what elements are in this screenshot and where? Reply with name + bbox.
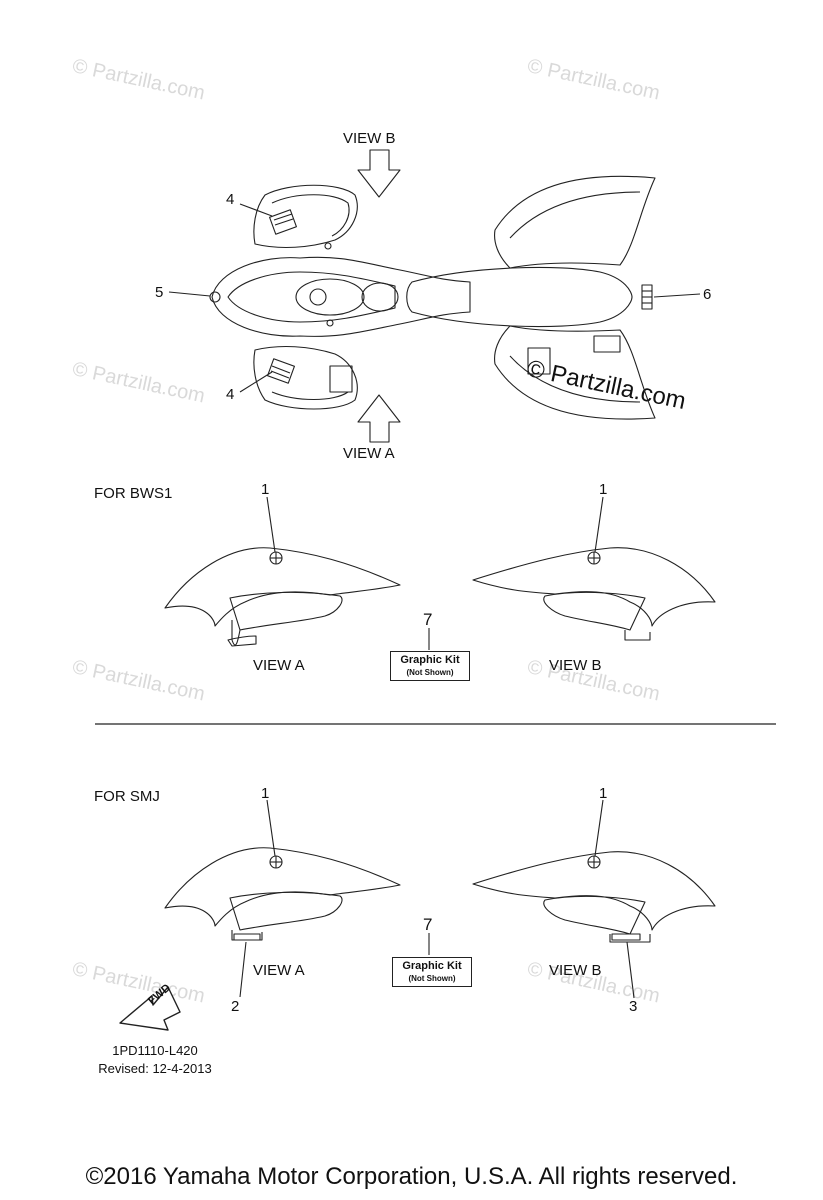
graphic-kit-label: Graphic Kit	[402, 960, 462, 972]
fwd-arrow-icon	[119, 986, 181, 1031]
bws1-view-a: VIEW A	[253, 657, 305, 674]
upper-rear-fender-inner	[509, 191, 641, 239]
bws1-right-fender	[472, 496, 716, 641]
view-a-label: VIEW A	[343, 445, 395, 462]
view-b-label: VIEW B	[343, 130, 396, 147]
smj-callout-7: 7	[423, 915, 433, 934]
diagram-code: 1PD1110-L420	[112, 1043, 198, 1058]
smj-callout-1-right: 1	[599, 785, 608, 802]
graphic-kit-label: Graphic Kit	[400, 654, 460, 666]
handlebar-area	[295, 278, 365, 316]
copyright-footer: ©2016 Yamaha Motor Corporation, U.S.A. A…	[85, 1163, 738, 1190]
diagram-info: 1PD1110-L420 Revised: 12-4-2013	[82, 1042, 228, 1077]
smj-callout-1-left: 1	[261, 785, 270, 802]
atv-top-view	[168, 149, 701, 443]
side-panel-box	[329, 365, 353, 393]
lower-rear-fender-inner	[509, 355, 641, 403]
callout-4-lower: 4	[226, 386, 235, 403]
upper-rear-fender	[494, 175, 656, 269]
smj-heading: FOR SMJ	[94, 788, 160, 805]
smj-callout-3: 3	[629, 998, 638, 1015]
bws1-left-fender	[164, 496, 401, 647]
smj-graphic-kit-box: Graphic Kit (Not Shown)	[392, 957, 472, 988]
decal-2	[233, 933, 261, 941]
smj-right-fender	[472, 799, 716, 999]
front-inner-line	[227, 271, 396, 323]
smj-left-fender	[164, 799, 401, 998]
smj-view-a: VIEW A	[253, 962, 305, 979]
bws1-callout-1-right: 1	[599, 481, 608, 498]
decal-4-lower	[267, 358, 295, 384]
smj-view-b: VIEW B	[549, 962, 602, 979]
callout-4-upper: 4	[226, 191, 235, 208]
revised-date: Revised: 12-4-2013	[98, 1060, 212, 1076]
rear-box-2	[527, 347, 551, 375]
bws1-callout-1-left: 1	[261, 481, 270, 498]
lower-front-fender-inner	[271, 391, 349, 401]
view-b-arrow	[357, 149, 401, 198]
lower-front-fender	[253, 345, 358, 410]
callout-6: 6	[703, 286, 712, 303]
front-bolt	[209, 291, 221, 303]
graphic-kit-note: (Not Shown)	[408, 973, 456, 983]
lower-rear-fender	[494, 325, 656, 420]
upper-front-fender-inner	[271, 194, 350, 237]
bws1-heading: FOR BWS1	[94, 485, 173, 502]
decal-3	[611, 933, 641, 941]
graphic-kit-note: (Not Shown)	[406, 667, 454, 677]
upper-front-fender	[253, 184, 358, 249]
seat	[406, 266, 633, 328]
bws1-graphic-kit-box: Graphic Kit (Not Shown)	[390, 651, 470, 682]
bws1-view-b: VIEW B	[549, 657, 602, 674]
front-body-outline	[211, 256, 471, 337]
decal-4-upper	[269, 209, 297, 235]
rear-box	[593, 335, 621, 353]
view-a-arrow	[357, 394, 401, 443]
gauge	[361, 282, 399, 312]
smj-callout-2: 2	[231, 998, 240, 1015]
bws1-callout-7: 7	[423, 610, 433, 629]
callout-5: 5	[155, 284, 164, 301]
